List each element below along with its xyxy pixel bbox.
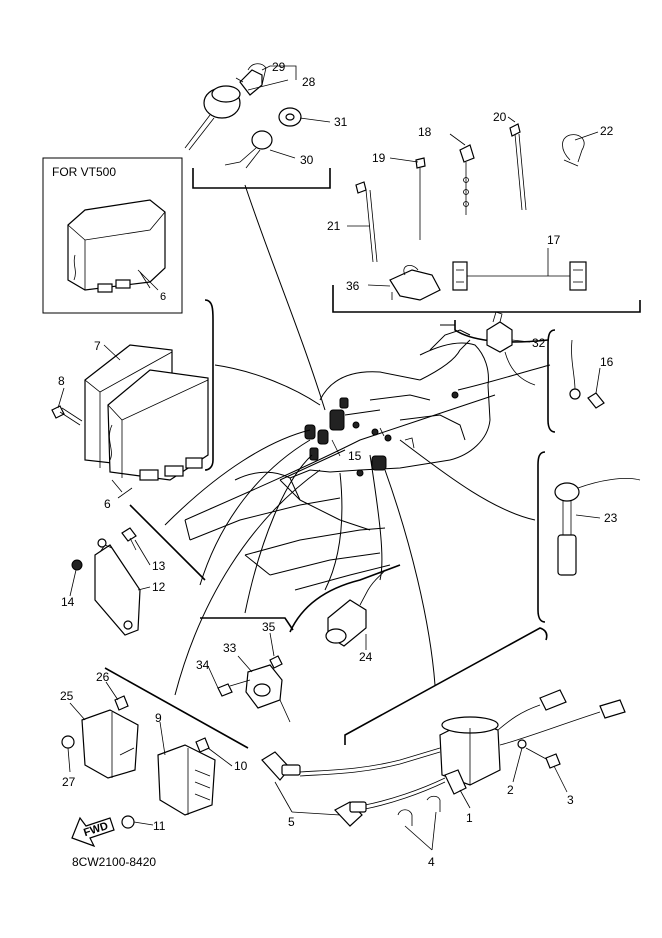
- callout-27: 27: [62, 775, 76, 789]
- callout-22: 22: [600, 124, 614, 138]
- callout-numbers: 29 28 31 30 20 22 18 19 21 17 36 6 32 7 …: [58, 60, 618, 869]
- callout-24: 24: [359, 650, 373, 664]
- callout-leaders: [57, 65, 601, 851]
- starter-relay: [217, 655, 291, 723]
- callout-18: 18: [418, 125, 432, 139]
- cdi-unit-pair: [84, 344, 209, 493]
- condenser-24: [325, 569, 386, 647]
- switch-32: [486, 311, 536, 386]
- callout-11: 11: [153, 819, 166, 833]
- callout-25: 25: [60, 689, 74, 703]
- callout-5: 5: [288, 815, 295, 829]
- sensor-23: [554, 478, 641, 576]
- callout-4: 4: [428, 855, 435, 869]
- callout-33: 33: [223, 641, 237, 655]
- vt500-variant-box: [42, 157, 183, 314]
- callout-9: 9: [155, 711, 162, 725]
- callout-28: 28: [302, 75, 316, 89]
- callout-6: 6: [104, 497, 111, 511]
- callout-16: 16: [600, 355, 614, 369]
- fwd-arrow-icon: FWD: [71, 816, 115, 848]
- clamp-and-band-parts: [355, 123, 587, 301]
- callout-2: 2: [507, 783, 514, 797]
- connector-cluster: [304, 391, 459, 477]
- callout-34: 34: [196, 658, 210, 672]
- ignition-coil-assembly: [261, 689, 626, 827]
- callout-30: 30: [300, 153, 314, 167]
- callout-31: 31: [334, 115, 348, 129]
- rectifier-unit: [121, 737, 216, 829]
- callout-20: 20: [493, 110, 507, 124]
- callout-13: 13: [152, 559, 166, 573]
- regulator-unit: [61, 695, 139, 779]
- frame-outline: [184, 329, 496, 591]
- group-brackets: [104, 168, 641, 749]
- callout-12: 12: [152, 580, 166, 594]
- ignition-switch: [184, 63, 302, 169]
- bolt-8: [51, 405, 83, 426]
- callout-21: 21: [327, 219, 341, 233]
- callout-35: 35: [262, 620, 276, 634]
- callout-29: 29: [272, 60, 286, 74]
- callout-17: 17: [547, 233, 561, 247]
- callout-15: 15: [348, 449, 362, 463]
- callout-3: 3: [567, 793, 574, 807]
- callout-8: 8: [58, 374, 65, 388]
- vt500-box-label: FOR VT500: [52, 165, 116, 179]
- callout-36: 36: [346, 279, 360, 293]
- callout-7: 7: [94, 339, 101, 353]
- callout-23: 23: [604, 511, 618, 525]
- relay-bracket: [71, 527, 141, 636]
- callout-6-vt500: 6: [160, 291, 166, 303]
- callout-19: 19: [372, 151, 386, 165]
- callout-10: 10: [234, 759, 248, 773]
- callout-32: 32: [532, 336, 546, 350]
- callout-14: 14: [61, 595, 75, 609]
- vt500-cdi-unit: [67, 199, 166, 293]
- ground-lead-16: [569, 339, 605, 409]
- leader-lines: [164, 184, 551, 696]
- callout-26: 26: [96, 670, 110, 684]
- callout-1: 1: [466, 811, 473, 825]
- drawing-code: 8CW2100-8420: [72, 855, 156, 869]
